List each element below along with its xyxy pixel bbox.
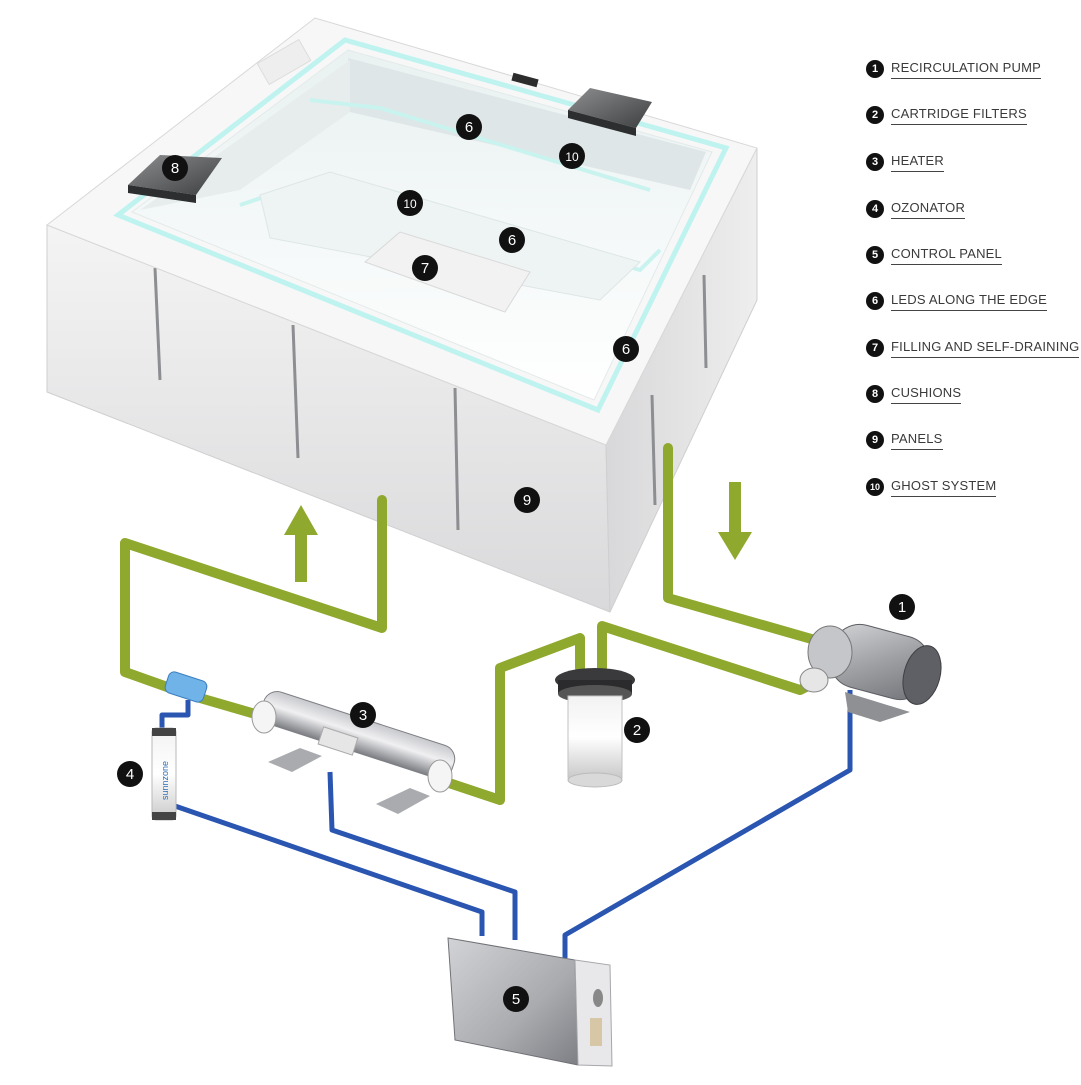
svg-text:6: 6 [465,119,473,136]
legend-number-4: 4 [866,200,884,218]
svg-text:2: 2 [633,722,641,739]
cable-heater [327,771,518,940]
marker-led-back: 6 [456,114,482,140]
svg-text:1: 1 [898,599,906,616]
spa-tub [45,17,758,613]
cable-pump [562,690,853,958]
svg-text:3: 3 [359,707,367,724]
legend-item: 5 CONTROL PANEL [866,244,1002,266]
cushion-right [568,88,652,128]
marker-filter: 2 [624,717,650,743]
number-markers: 1 2 3 4 5 6 6 6 7 8 9 10 10 [117,114,915,1012]
marker-cushion: 8 [162,155,188,181]
marker-panels: 9 [514,487,540,513]
svg-text:10: 10 [565,150,579,164]
marker-led-front: 6 [499,227,525,253]
svg-text:4: 4 [126,766,134,783]
top-display [511,72,539,88]
legend-label-cartridge-filters: CARTRIDGE FILTERS [891,106,1027,125]
svg-text:7: 7 [421,260,429,277]
legend-label-cushions: CUSHIONS [891,385,962,404]
legend-item: 3 HEATER [866,151,944,173]
arrow-up [284,505,318,582]
legend-label-control-panel: CONTROL PANEL [891,246,1002,265]
marker-heater: 3 [350,702,376,728]
legend-item: 2 CARTRIDGE FILTERS [866,104,1027,126]
legend-label-leds-along-the-edge: LEDS ALONG THE EDGE [891,292,1047,311]
filling-plate [364,231,531,313]
legend-item: 8 CUSHIONS [866,383,962,405]
control-panel-box [447,937,613,1067]
legend-label-ozonator: OZONATOR [891,200,966,219]
legend-number-10: 10 [866,478,884,496]
bench-back [309,98,651,192]
recirculation-pump [799,623,942,722]
pipe-tub-to-pump [663,443,820,645]
marker-ozonator: 4 [117,761,143,787]
legend-number-6: 6 [866,292,884,310]
heater [251,691,456,814]
ozonator-unit: sunnzone [151,727,177,821]
legend-number-1: 1 [866,60,884,78]
marker-pump: 1 [889,594,915,620]
legend-number-5: 5 [866,246,884,264]
marker-control-panel: 5 [503,986,529,1012]
cushion-right-face [568,110,636,136]
legend-number-3: 3 [866,153,884,171]
legend-item: 10 GHOST SYSTEM [866,476,997,498]
marker-ghost-back: 10 [559,143,585,169]
svg-text:9: 9 [523,492,531,509]
legend-label-recirculation-pump: RECIRCULATION PUMP [891,60,1041,79]
legend-label-heater: HEATER [891,153,944,172]
basin-back-wall [348,58,706,190]
marker-led-right: 6 [613,336,639,362]
ozonator-injector [164,671,208,703]
bench-front-top [259,171,641,301]
svg-text:10: 10 [403,197,417,211]
legend-label-filling-and-self-draining: FILLING AND SELF-DRAINING [891,339,1080,358]
legend-number-7: 7 [866,339,884,357]
pipe-heater-to-filter [435,633,585,805]
flow-arrows [284,482,752,582]
cable-ozonator [172,803,485,936]
arrow-down [718,482,752,560]
legend-number-2: 2 [866,106,884,124]
legend-item: 4 OZONATOR [866,198,966,220]
svg-text:8: 8 [171,160,179,177]
corner-cover [256,38,312,86]
cushion-left-face [128,185,196,203]
legend-label-panels: PANELS [891,431,943,450]
legend-item: 6 LEDS ALONG THE EDGE [866,290,1047,312]
ozonator-brand: sunnzone [160,761,170,800]
legend-label-ghost-system: GHOST SYSTEM [891,478,997,497]
panel-seams [153,267,708,531]
svg-text:6: 6 [508,232,516,249]
legend-number-9: 9 [866,431,884,449]
pipe-ozonator-to-heater [195,693,267,721]
marker-filling: 7 [412,255,438,281]
svg-text:6: 6 [622,341,630,358]
marker-ghost-front: 10 [397,190,423,216]
cartridge-filter [555,668,635,788]
legend-number-8: 8 [866,385,884,403]
pipe-return-to-tub [120,495,387,693]
legend-item: 9 PANELS [866,429,943,451]
led-edge-glow [113,37,730,414]
legend-item: 1 RECIRCULATION PUMP [866,58,1041,80]
cable-ozonator-top [159,700,191,728]
svg-text:5: 5 [512,991,520,1008]
legend-item: 7 FILLING AND SELF-DRAINING [866,337,1080,359]
